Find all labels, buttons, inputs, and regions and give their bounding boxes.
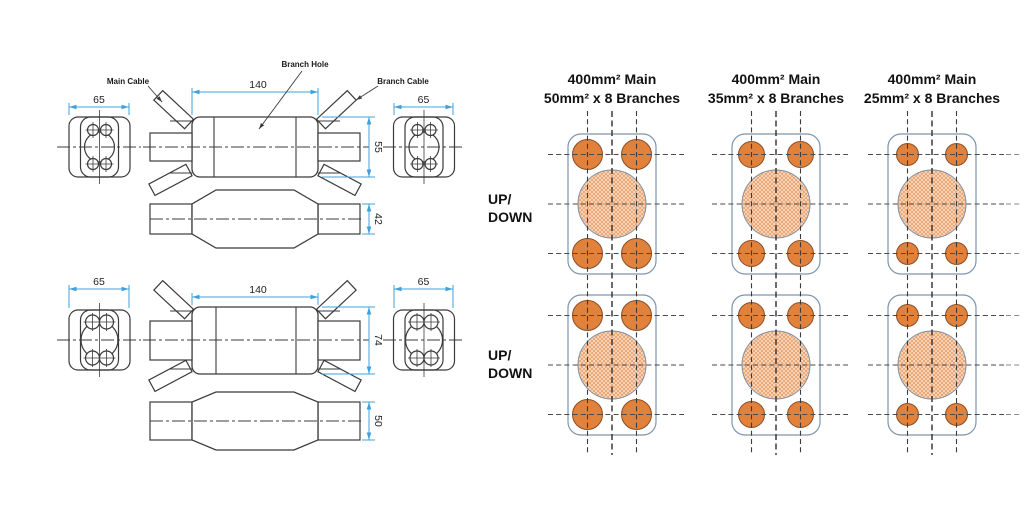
row-label-1-line1: UP/ <box>488 191 511 207</box>
branch-tube-lower-left <box>148 163 193 197</box>
dim-55: 55 <box>372 141 384 153</box>
column-header-2-line2: 35mm² x 8 Branches <box>708 90 844 106</box>
branch-tube-lower-right <box>317 163 362 197</box>
column-header-3-line2: 25mm² x 8 Branches <box>864 90 1000 106</box>
centerlines <box>57 146 465 220</box>
joint-drawing-top: 65 65 140 55 42 Main Cable Branch Hole B… <box>57 60 465 249</box>
label-main-cable: Main Cable <box>107 77 150 86</box>
end-view-left <box>68 109 131 185</box>
column-header-2-line1: 400mm² Main <box>732 71 821 87</box>
dim-140-bottom: 140 <box>249 284 267 296</box>
shoulder-ledges <box>170 310 340 370</box>
dim-140-top: 140 <box>249 79 267 91</box>
row-label-2-line2: DOWN <box>488 365 532 381</box>
branch-tube-upper-left <box>153 280 195 320</box>
leader-lines <box>147 70 379 130</box>
dim-65-bottom-left: 65 <box>93 276 105 288</box>
dim-65-top-right: 65 <box>418 94 430 106</box>
branch-tube-upper-right <box>315 90 357 130</box>
row-label-1-line2: DOWN <box>488 209 532 225</box>
label-branch-cable: Branch Cable <box>377 77 429 86</box>
joint-drawing-bottom: 65 65 140 74 50 <box>57 276 465 451</box>
centerlines <box>57 339 465 422</box>
dim-50: 50 <box>372 415 384 427</box>
row-label-2-line1: UP/ <box>488 347 511 363</box>
branch-tube-upper-left <box>153 90 195 130</box>
branch-tube-lower-left <box>148 359 193 393</box>
label-branch-hole: Branch Hole <box>281 60 329 69</box>
dim-65-bottom-right: 65 <box>418 276 430 288</box>
column-header-3-line1: 400mm² Main <box>888 71 977 87</box>
cross-section-matrix: 400mm² Main 50mm² x 8 Branches 400mm² Ma… <box>488 71 1020 456</box>
branch-tube-upper-right <box>315 280 357 320</box>
dim-42: 42 <box>372 213 384 225</box>
column-header-1-line2: 50mm² x 8 Branches <box>544 90 680 106</box>
dim-65-top-left: 65 <box>93 94 105 106</box>
shoulder-ledges <box>170 120 340 174</box>
dimensions <box>68 285 454 441</box>
branch-tube-lower-right <box>317 359 362 393</box>
dim-74: 74 <box>372 334 384 346</box>
horizontal-guide-extensions <box>1006 153 1020 416</box>
end-view-left <box>68 302 131 378</box>
column-header-1-line1: 400mm² Main <box>568 71 657 87</box>
dimensions <box>68 88 454 235</box>
